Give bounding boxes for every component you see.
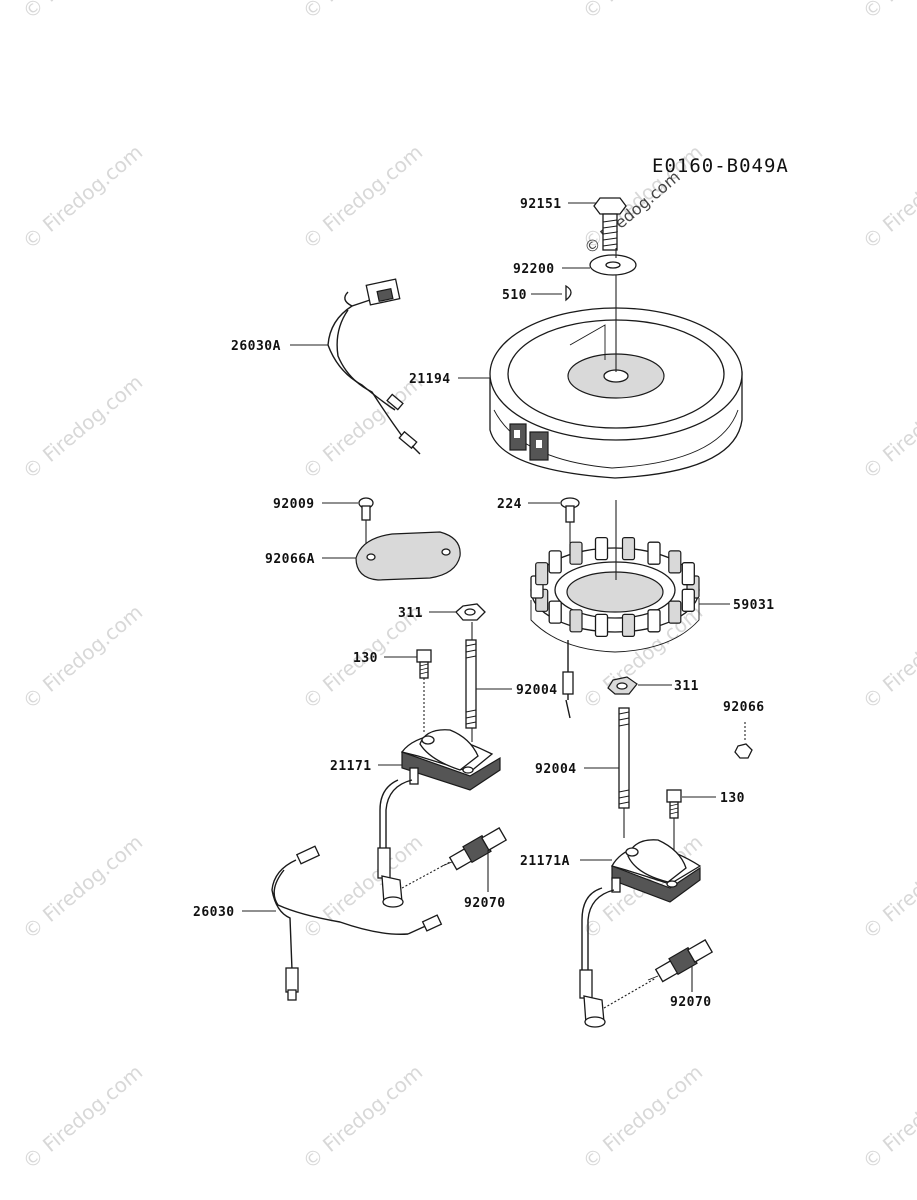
stator-tooth xyxy=(668,600,682,624)
callout-26030A: 26030A xyxy=(231,339,281,354)
callout-21171: 21171 xyxy=(330,759,372,774)
stator-tooth xyxy=(594,536,609,561)
stator-59031 xyxy=(530,536,700,653)
stator-tooth xyxy=(621,613,636,638)
washer-92200 xyxy=(589,254,637,276)
plate-92066A xyxy=(355,531,461,581)
watermark-text: © Firedog.com xyxy=(858,140,917,254)
watermark-text: © Firedog.com xyxy=(18,0,147,24)
watermark-text: © Firedog.com xyxy=(18,1060,147,1174)
stator-tooth xyxy=(647,541,661,565)
watermark-text: © Firedog.com xyxy=(858,1060,917,1174)
flywheel-21194 xyxy=(489,307,743,479)
screw-224 xyxy=(560,497,580,523)
callout-92004-a: 92004 xyxy=(516,683,558,698)
ht-lead-b xyxy=(581,887,615,972)
harness-26030A xyxy=(327,278,421,455)
callout-92066: 92066 xyxy=(723,700,765,715)
watermark-text: © Firedog.com xyxy=(578,1060,707,1174)
callout-92004-b: 92004 xyxy=(535,762,577,777)
watermark-text: © Firedog.com xyxy=(18,830,147,944)
ignition-coil-21171A xyxy=(611,839,702,903)
diagram-code: E0160-B049A xyxy=(652,155,789,177)
stator-tooth xyxy=(621,536,636,561)
plug-cap-a xyxy=(377,847,404,908)
watermark-text: © Firedog.com xyxy=(18,140,147,254)
stator-tooth xyxy=(647,609,661,633)
stud-92004-b xyxy=(618,707,630,809)
stator-tooth xyxy=(681,588,695,612)
callout-92151: 92151 xyxy=(520,197,562,212)
spark-plug-92070-b xyxy=(647,939,714,983)
nut-311-a xyxy=(455,603,486,621)
spark-plug-92070-a xyxy=(441,827,508,871)
stator-tooth xyxy=(548,600,562,624)
callout-92066A: 92066A xyxy=(265,552,315,567)
bolt-130-b xyxy=(666,789,682,819)
callout-21171A: 21171A xyxy=(520,854,570,869)
key-510 xyxy=(565,284,572,302)
stator-tooth xyxy=(681,562,695,586)
watermark-text: © Firedog.com xyxy=(298,140,427,254)
bolt-130-a xyxy=(416,649,432,679)
watermark-text: © Firedog.com xyxy=(578,0,707,24)
callout-59031: 59031 xyxy=(733,598,775,613)
callout-130-b: 130 xyxy=(720,791,745,806)
callout-26030: 26030 xyxy=(193,905,235,920)
watermark-text: © Firedog.com xyxy=(298,830,427,944)
ignition-coil-21171 xyxy=(400,729,501,791)
watermark-text: © Firedog.com xyxy=(298,0,427,24)
callout-311-b: 311 xyxy=(674,679,699,694)
stator-tooth xyxy=(535,562,549,586)
nut-92066 xyxy=(734,743,753,759)
plug-cap-b xyxy=(579,969,606,1028)
harness-26030 xyxy=(271,845,443,1001)
watermark-text: © Firedog.com xyxy=(298,1060,427,1174)
bolt-92151 xyxy=(593,197,627,251)
screw-92009 xyxy=(358,497,374,521)
watermark-text: © Firedog.com xyxy=(580,167,683,258)
stator-tooth xyxy=(594,613,609,638)
ht-lead-a xyxy=(379,779,413,850)
callout-92200: 92200 xyxy=(513,262,555,277)
callout-92070-b: 92070 xyxy=(670,995,712,1010)
callout-92009: 92009 xyxy=(273,497,315,512)
nut-311-b xyxy=(607,676,638,695)
stator-tooth xyxy=(548,550,562,574)
watermark-text: © Firedog.com xyxy=(18,370,147,484)
watermark-text: © Firedog.com xyxy=(858,600,917,714)
stud-92004-a xyxy=(465,639,477,729)
stator-tooth xyxy=(569,609,583,633)
callout-311-a: 311 xyxy=(398,606,423,621)
watermark-text: © Firedog.com xyxy=(858,830,917,944)
callout-510: 510 xyxy=(502,288,527,303)
stator-tooth xyxy=(668,550,682,574)
callout-21194: 21194 xyxy=(409,372,451,387)
watermark-text: © Firedog.com xyxy=(18,600,147,714)
callout-130-a: 130 xyxy=(353,651,378,666)
callout-224: 224 xyxy=(497,497,522,512)
watermark-text: © Firedog.com xyxy=(858,0,917,24)
callout-92070-a: 92070 xyxy=(464,896,506,911)
stator-tooth xyxy=(569,541,583,565)
watermark-text: © Firedog.com xyxy=(858,370,917,484)
